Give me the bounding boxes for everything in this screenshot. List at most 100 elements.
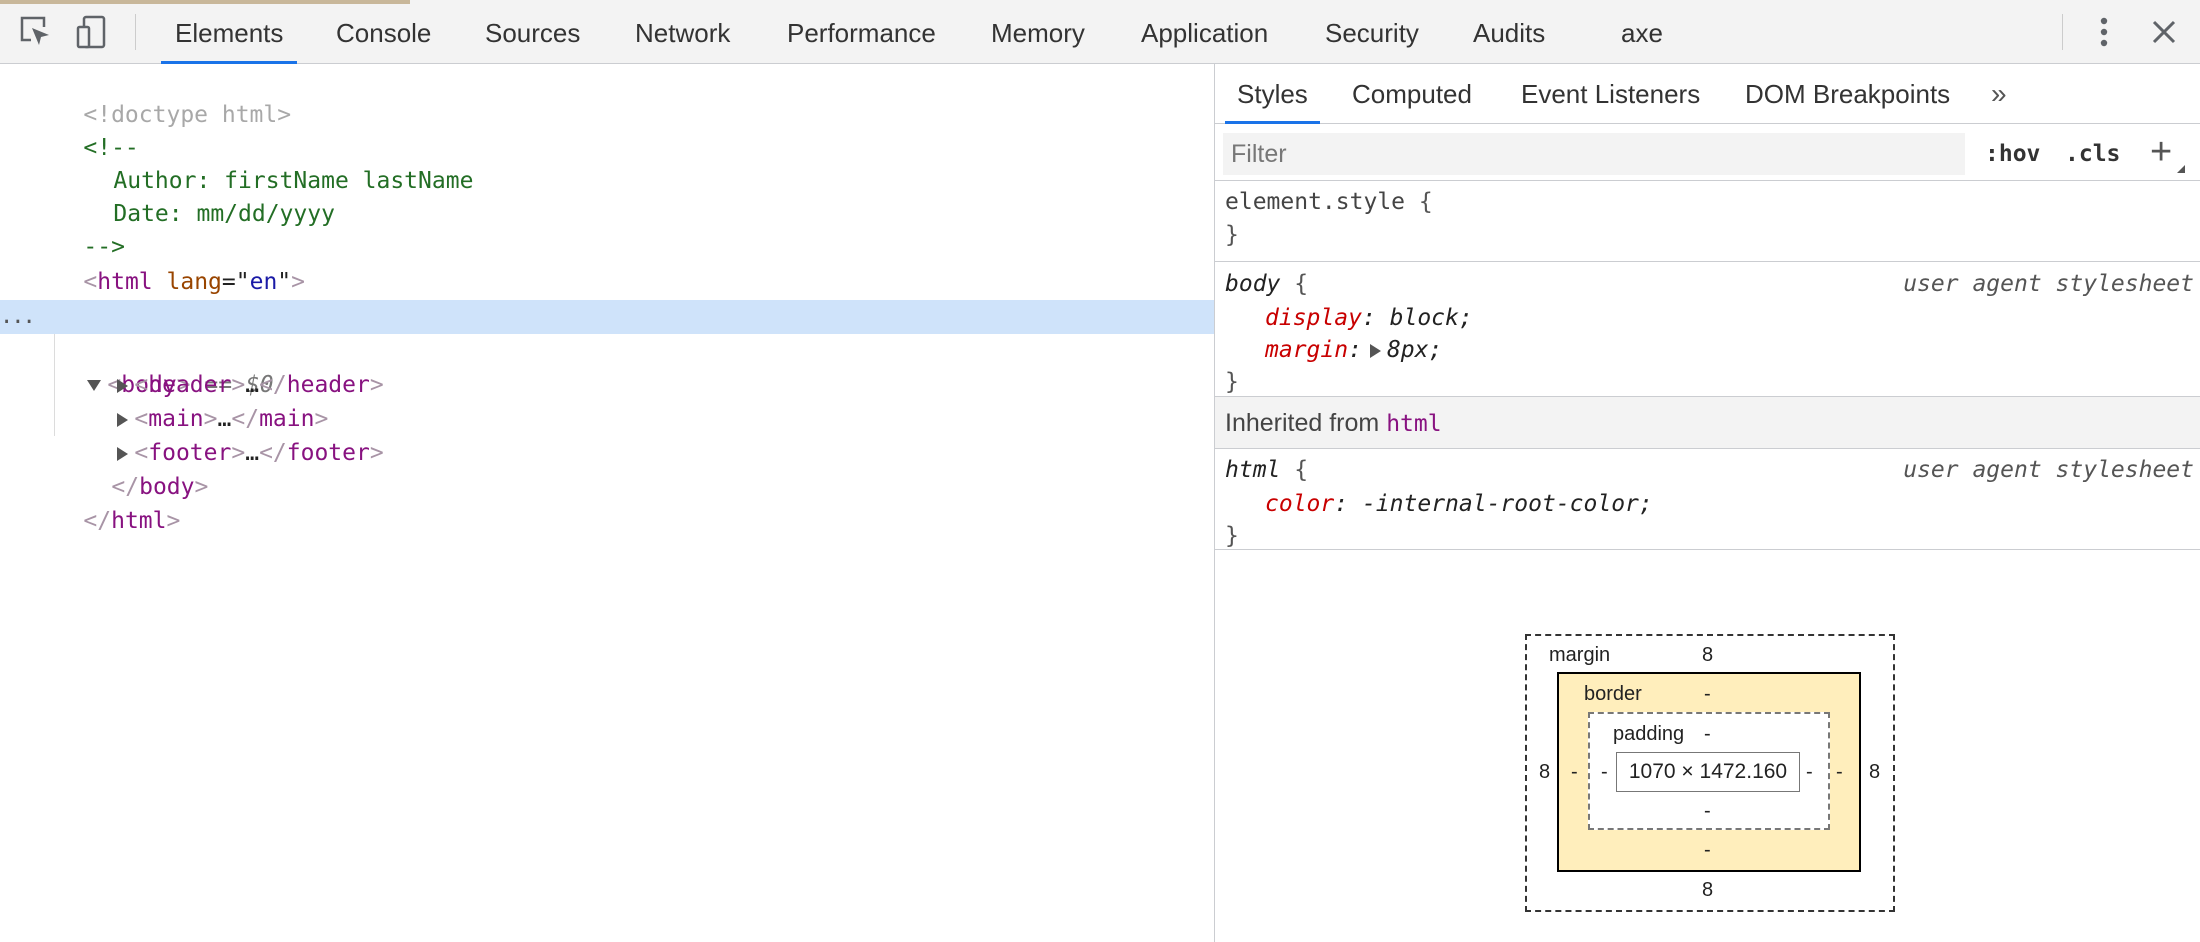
- comment-open-text: <!--: [83, 135, 139, 161]
- collapsed-ellipsis: …: [217, 406, 232, 432]
- padding-top-value[interactable]: -: [1704, 723, 1711, 745]
- toolbar-divider-right: [2062, 14, 2063, 50]
- body-style-rule: body { user agent stylesheet display: bl…: [1215, 262, 2200, 397]
- dom-header-line[interactable]: <header>…</header>: [0, 334, 1214, 398]
- tab-sources[interactable]: Sources: [485, 18, 581, 48]
- margin-label: margin: [1549, 644, 1611, 666]
- dom-comment-open-line[interactable]: <!--: [0, 97, 1214, 161]
- close-icon[interactable]: [2146, 14, 2182, 50]
- tab-console[interactable]: Console: [336, 18, 432, 48]
- body-close-tag-name: body: [139, 474, 195, 500]
- tab-axe[interactable]: axe: [1621, 18, 1663, 48]
- padding-left-value[interactable]: -: [1601, 761, 1608, 783]
- tab-performance[interactable]: Performance: [787, 18, 936, 48]
- tab-dom-breakpoints[interactable]: DOM Breakpoints: [1745, 79, 1951, 109]
- element-style-rule: element.style { }: [1215, 182, 2200, 262]
- dom-comment-date-line[interactable]: Date: mm/dd/yyyy: [0, 163, 1214, 227]
- dom-footer-line[interactable]: <footer>…</footer>: [0, 402, 1214, 466]
- dom-html-line[interactable]: <html lang="en">: [83, 269, 306, 295]
- collapse-triangle-icon[interactable]: [87, 380, 102, 391]
- rule-origin: user agent stylesheet: [1903, 457, 2194, 483]
- html-selector-line[interactable]: html {: [1225, 457, 1309, 483]
- body-selector-line[interactable]: body {: [1225, 271, 1309, 297]
- tab-event-listeners[interactable]: Event Listeners: [1521, 79, 1701, 109]
- tab-security[interactable]: Security: [1325, 18, 1419, 48]
- pane-splitter[interactable]: [1214, 64, 1215, 942]
- css-declaration[interactable]: display: block;: [1265, 305, 1473, 331]
- footer-close-tag-name: footer: [286, 440, 370, 466]
- property-value: -internal-root-color: [1361, 491, 1639, 517]
- css-declaration[interactable]: color: -internal-root-color;: [1265, 491, 1653, 517]
- property-name: display: [1265, 305, 1362, 331]
- new-rule-menu-corner-icon[interactable]: [2177, 165, 2185, 173]
- tab-memory[interactable]: Memory: [991, 18, 1085, 48]
- closing-brace: }: [1225, 523, 1239, 549]
- body-tag-name: body: [121, 372, 177, 398]
- header-close-tag-name: header: [286, 372, 370, 398]
- styles-sidebar: Styles Computed Event Listeners DOM Brea…: [1215, 64, 2200, 942]
- expand-shorthand-icon[interactable]: [1369, 343, 1381, 358]
- expand-triangle-icon[interactable]: [117, 446, 129, 461]
- comment-close-text: -->: [83, 234, 125, 260]
- border-top-value[interactable]: -: [1704, 683, 1711, 705]
- tab-computed[interactable]: Computed: [1352, 79, 1472, 109]
- border-bottom-value[interactable]: -: [1704, 839, 1711, 861]
- dom-doctype-line[interactable]: <!doctype html>: [0, 64, 1214, 128]
- html-attr-name: lang: [166, 269, 222, 295]
- comment-author-text: Author: firstName lastName: [113, 168, 474, 194]
- dom-head-line[interactable]: <head>…</head>: [0, 264, 1214, 328]
- box-model-content-size[interactable]: 1070 × 1472.160: [1616, 752, 1800, 792]
- dom-html-close-line[interactable]: </html>: [83, 508, 181, 534]
- property-value: block: [1389, 305, 1459, 331]
- html-attr-value: en: [249, 269, 278, 295]
- devtools-toolbar: Elements Console Sources Network Perform…: [0, 0, 2200, 64]
- margin-right-value[interactable]: 8: [1869, 761, 1881, 783]
- hover-state-toggle[interactable]: :hov: [1985, 141, 2041, 167]
- margin-bottom-value[interactable]: 8: [1702, 879, 1714, 901]
- tab-application[interactable]: Application: [1141, 18, 1269, 48]
- dom-comment-close-line[interactable]: -->: [0, 196, 1214, 260]
- border-right-value[interactable]: -: [1836, 761, 1843, 783]
- dom-main-line[interactable]: <main>…</main>: [0, 368, 1214, 432]
- dom-body-line-selected[interactable]: ... <body> == $0: [0, 300, 1214, 398]
- dom-comment-author-line[interactable]: Author: firstName lastName: [0, 130, 1214, 194]
- property-name: margin: [1265, 337, 1349, 363]
- element-style-selector: element.style: [1225, 189, 1406, 215]
- device-toolbar-icon[interactable]: [74, 14, 110, 50]
- tab-audits[interactable]: Audits: [1473, 18, 1546, 48]
- dom-body-close-line[interactable]: </body>: [111, 474, 209, 500]
- collapsed-ellipsis: …: [245, 440, 260, 466]
- kebab-menu-icon[interactable]: [2086, 14, 2122, 50]
- new-style-rule-icon[interactable]: +: [2150, 131, 2173, 173]
- inherited-from-header: Inherited from html: [1215, 397, 2200, 449]
- main-tag-name: main: [148, 406, 204, 432]
- expand-triangle-icon[interactable]: [117, 378, 129, 393]
- indent-guide: [54, 334, 55, 436]
- element-style-selector-line[interactable]: element.style {: [1225, 189, 1433, 215]
- header-tag-name: header: [148, 372, 232, 398]
- tab-network[interactable]: Network: [635, 18, 731, 48]
- more-tabs-chevron-icon[interactable]: »: [1991, 78, 2007, 109]
- expand-triangle-icon[interactable]: [117, 412, 129, 427]
- css-declaration[interactable]: margin:8px;: [1265, 337, 1443, 363]
- tab-styles[interactable]: Styles: [1225, 64, 1320, 124]
- inherited-label: Inherited from: [1225, 409, 1380, 437]
- styles-filter-input[interactable]: [1223, 133, 1965, 175]
- class-toggle[interactable]: .cls: [2065, 141, 2121, 167]
- margin-top-value[interactable]: 8: [1702, 644, 1714, 666]
- html-selector: html: [1225, 457, 1281, 483]
- padding-bottom-value[interactable]: -: [1704, 800, 1711, 822]
- selected-element-marker: == $0: [204, 372, 274, 398]
- padding-right-value[interactable]: -: [1806, 761, 1813, 783]
- more-actions-dots[interactable]: ...: [0, 304, 36, 329]
- page-preview-strip: [0, 0, 410, 4]
- dom-tree-pane: <!doctype html> <!-- Author: firstName l…: [0, 64, 1214, 942]
- html-style-rule: html { user agent stylesheet color: -int…: [1215, 450, 2200, 550]
- tab-elements[interactable]: Elements: [160, 0, 298, 64]
- border-left-value[interactable]: -: [1571, 761, 1578, 783]
- main-close-tag-name: main: [259, 406, 315, 432]
- footer-tag-name: footer: [148, 440, 232, 466]
- margin-left-value[interactable]: 8: [1539, 761, 1551, 783]
- inspect-element-icon[interactable]: [18, 14, 54, 50]
- inherited-tag-link[interactable]: html: [1386, 411, 1442, 437]
